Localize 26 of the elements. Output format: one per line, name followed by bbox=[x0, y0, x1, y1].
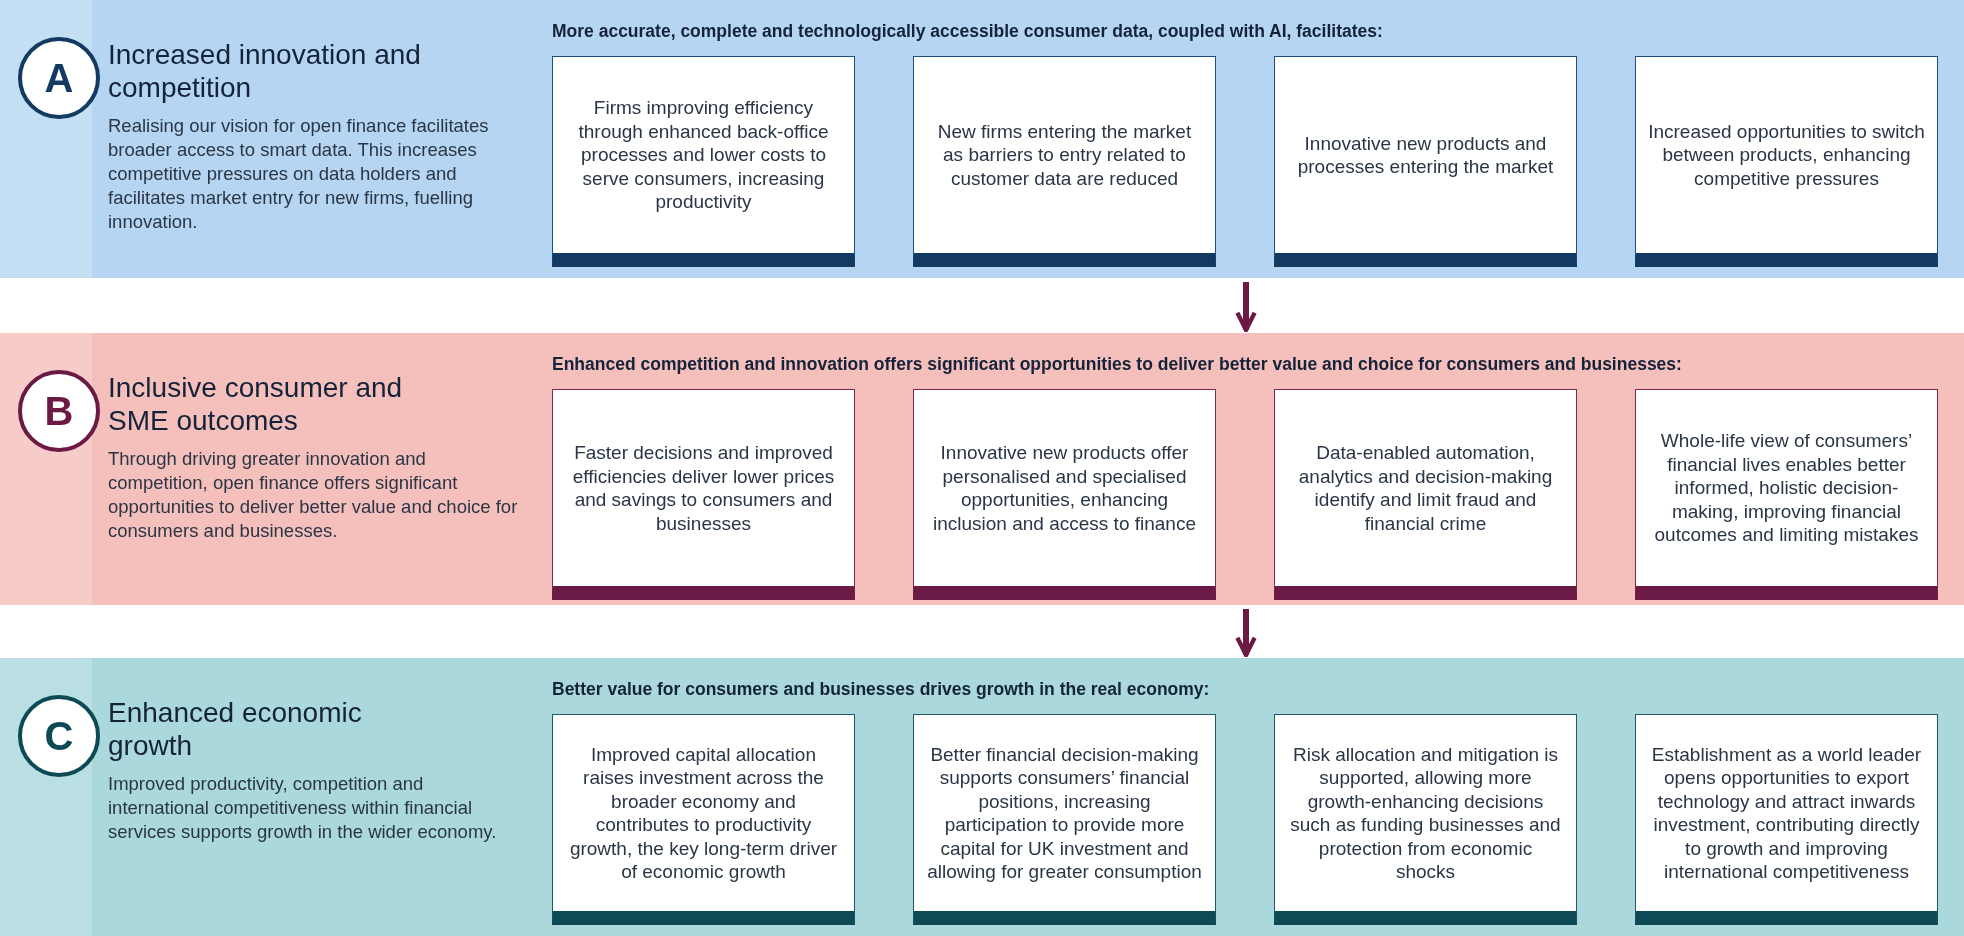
intro-text: More accurate, complete and technologically accessible consumer data, coupled with AI, facilitates: bbox=[552, 20, 1384, 42]
section-heading: Enhanced economic growth bbox=[108, 696, 363, 762]
outcome-card: Innovative new products and processes entering the market bbox=[1274, 56, 1577, 267]
outcome-card: Establishment as a world leader opens opportunities to export technology and attract inwards investment, contributing directly to growth and improving international competitiveness bbox=[1635, 714, 1938, 925]
outcome-card: Firms improving efficiency through enhanced back-office processes and lower costs to serve consumers, increasing productivity bbox=[552, 56, 855, 267]
outcome-card: Data-enabled automation, analytics and decision-making identify and limit fraud and financial crime bbox=[1274, 389, 1577, 600]
outcome-card: Risk allocation and mitigation is supported, allowing more growth-enhancing decisions such as funding businesses and protection from economic shocks bbox=[1274, 714, 1577, 925]
outcome-card: Increased opportunities to switch between products, enhancing competitive pressures bbox=[1635, 56, 1938, 267]
description-text: Improved productivity, competition and international competitiveness within financial services supports growth in the wider economy. bbox=[108, 772, 498, 844]
outcome-card: Faster decisions and improved efficiencies deliver lower prices and savings to consumers and businesses bbox=[552, 389, 855, 600]
section-heading: Increased innovation and competition bbox=[108, 38, 422, 104]
outcome-card: New firms entering the market as barriers to entry related to customer data are reduced bbox=[913, 56, 1216, 267]
intro-text: Enhanced competition and innovation offers significant opportunities to deliver better value and choice for consumers and businesses: bbox=[552, 353, 1683, 375]
description-text: Realising our vision for open finance facilitates broader access to smart data. This increases competitive pressures on data holders and facilitates market entry for new firms, fuelling innovation. bbox=[108, 114, 490, 234]
section-band bbox=[0, 658, 1964, 936]
outcome-card: Whole-life view of consumers’ financial lives enables better informed, holistic decision-making, improving financial outcomes and limiting mistakes bbox=[1635, 389, 1938, 600]
intro-text: Better value for consumers and businesses drives growth in the real economy: bbox=[552, 678, 1211, 700]
section-band bbox=[0, 0, 1964, 278]
section-heading: Inclusive consumer and SME outcomes bbox=[108, 371, 404, 437]
description-text: Through driving greater innovation and competition, open finance offers significant opportunities to deliver better value and choice for consumers and businesses. bbox=[108, 447, 519, 543]
arrow bbox=[1235, 609, 1257, 658]
arrow bbox=[1235, 282, 1257, 333]
outcome-card: Innovative new products offer personalised and specialised opportunities, enhancing inclusion and access to finance bbox=[913, 389, 1216, 600]
outcome-card: Improved capital allocation raises investment across the broader economy and contributes to productivity growth, the key long-term driver of economic growth bbox=[552, 714, 855, 925]
outcome-card: Better financial decision-making supports consumers’ financial positions, increasing participation to provide more capital for UK investment and allowing for greater consumption bbox=[913, 714, 1216, 925]
section-band bbox=[0, 333, 1964, 605]
